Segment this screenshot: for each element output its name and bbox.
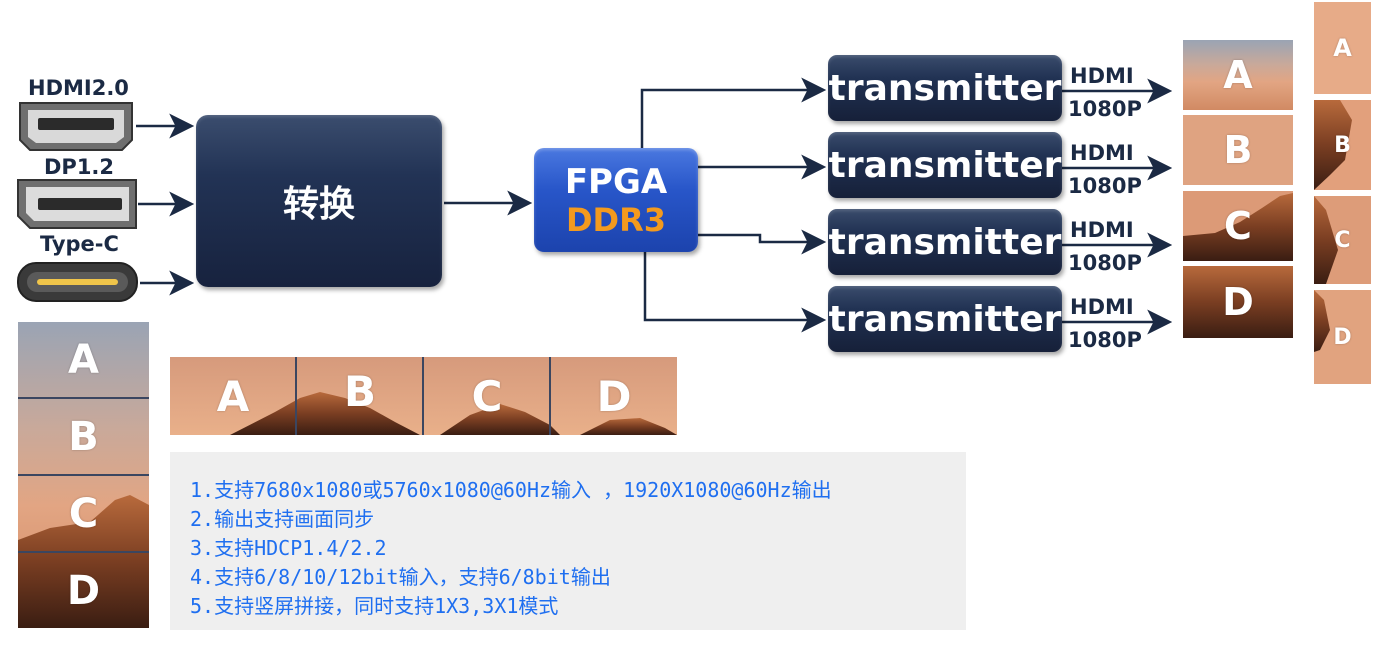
fpga-label: FPGA <box>564 162 668 202</box>
output-resolution-label-4: 1080P <box>1068 328 1142 352</box>
vertical-stack-letter: D <box>66 567 101 614</box>
output-interface-label-4: HDMI <box>1070 295 1134 319</box>
fpga-to-tx1-arrow <box>640 77 827 148</box>
output-resolution-label-1: 1080P <box>1068 97 1142 121</box>
output-interface-label-2: HDMI <box>1070 141 1134 165</box>
horizontal-strip-letter: D <box>596 371 632 421</box>
transmitter-box-4: transmitter <box>828 286 1062 352</box>
output-tile-letter: C <box>1224 204 1252 248</box>
horizontal-strip-tile-3: C <box>424 357 550 435</box>
fpga-box: FPGA DDR3 <box>534 148 698 252</box>
feature-item-4: 4.支持6/8/10/12bit输入，支持6/8bit输出 <box>190 565 611 589</box>
horizontal-strip-tile-4: D <box>551 357 677 435</box>
dp-port-icon <box>17 179 137 229</box>
output-tile-4: D <box>1183 266 1293 338</box>
right-strip-letter: C <box>1334 227 1351 253</box>
output-tile-letter: A <box>1223 53 1253 97</box>
feature-item-2: 2.输出支持画面同步 <box>190 507 375 531</box>
usb-c-port-icon <box>17 262 138 302</box>
converter-box: 转换 <box>196 115 442 287</box>
typec-input-label: Type-C <box>40 232 119 256</box>
vertical-stack-tile-3: C <box>18 476 149 552</box>
horizontal-strip-image <box>170 357 677 435</box>
transmitter-box-3: transmitter <box>828 209 1062 275</box>
right-strip-tile-3: C <box>1314 196 1371 284</box>
horizontal-strip-tile-2: B <box>297 357 423 435</box>
converter-label: 转换 <box>282 184 355 225</box>
right-strip-tile-4: D <box>1314 290 1371 384</box>
vertical-stack-tile-2: B <box>18 399 149 475</box>
output-interface-label-3: HDMI <box>1070 218 1134 242</box>
right-strip-letter: B <box>1334 132 1351 158</box>
right-strip-letter: A <box>1333 34 1352 62</box>
vertical-stack-tile-1: A <box>18 322 149 398</box>
vertical-stack-letter: B <box>68 414 99 460</box>
hdmi-input-label: HDMI2.0 <box>28 76 129 100</box>
feature-panel: 1.支持7680x1080或5760x1080@60Hz输入 ，1920X108… <box>170 452 966 630</box>
output-tiles-image <box>1183 40 1293 338</box>
output-tile-letter: B <box>1223 128 1253 172</box>
output-tile-2: B <box>1183 115 1293 185</box>
right-strip-tile-1: A <box>1314 2 1371 94</box>
horizontal-strip-letter: A <box>216 371 250 421</box>
vertical-stack-image <box>18 322 149 628</box>
horizontal-strip-tile-1: A <box>170 357 296 435</box>
right-strip-tile-2: B <box>1314 100 1371 190</box>
output-tile-letter: D <box>1222 280 1254 324</box>
transmitter-box-1: transmitter <box>828 55 1062 121</box>
hdmi-port-icon <box>19 102 133 151</box>
vertical-stack-letter: C <box>68 491 99 537</box>
feature-item-1: 1.支持7680x1080或5760x1080@60Hz输入 ，1920X108… <box>190 478 832 502</box>
right-strip-image <box>1314 2 1371 384</box>
fpga-to-tx4-arrow <box>643 252 827 333</box>
ddr-label: DDR3 <box>565 201 667 239</box>
output-interface-label-1: HDMI <box>1070 64 1134 88</box>
output-resolution-label-2: 1080P <box>1068 174 1142 198</box>
fpga-to-tx3-arrow <box>698 229 827 255</box>
feature-item-5: 5.支持竖屏拼接，同时支持1X3,3X1模式 <box>190 594 559 618</box>
transmitter-box-2: transmitter <box>828 132 1062 198</box>
feature-item-3: 3.支持HDCP1.4/2.2 <box>190 536 387 560</box>
dp-input-label: DP1.2 <box>44 155 115 179</box>
horizontal-strip-letter: C <box>471 371 503 421</box>
horizontal-strip-letter: B <box>343 367 376 416</box>
vertical-stack-letter: A <box>68 337 99 383</box>
vertical-stack-tile-4: D <box>18 553 149 628</box>
output-tile-1: A <box>1183 40 1293 110</box>
right-strip-letter: D <box>1333 324 1352 350</box>
output-tile-3: C <box>1183 191 1293 261</box>
output-resolution-label-3: 1080P <box>1068 251 1142 275</box>
